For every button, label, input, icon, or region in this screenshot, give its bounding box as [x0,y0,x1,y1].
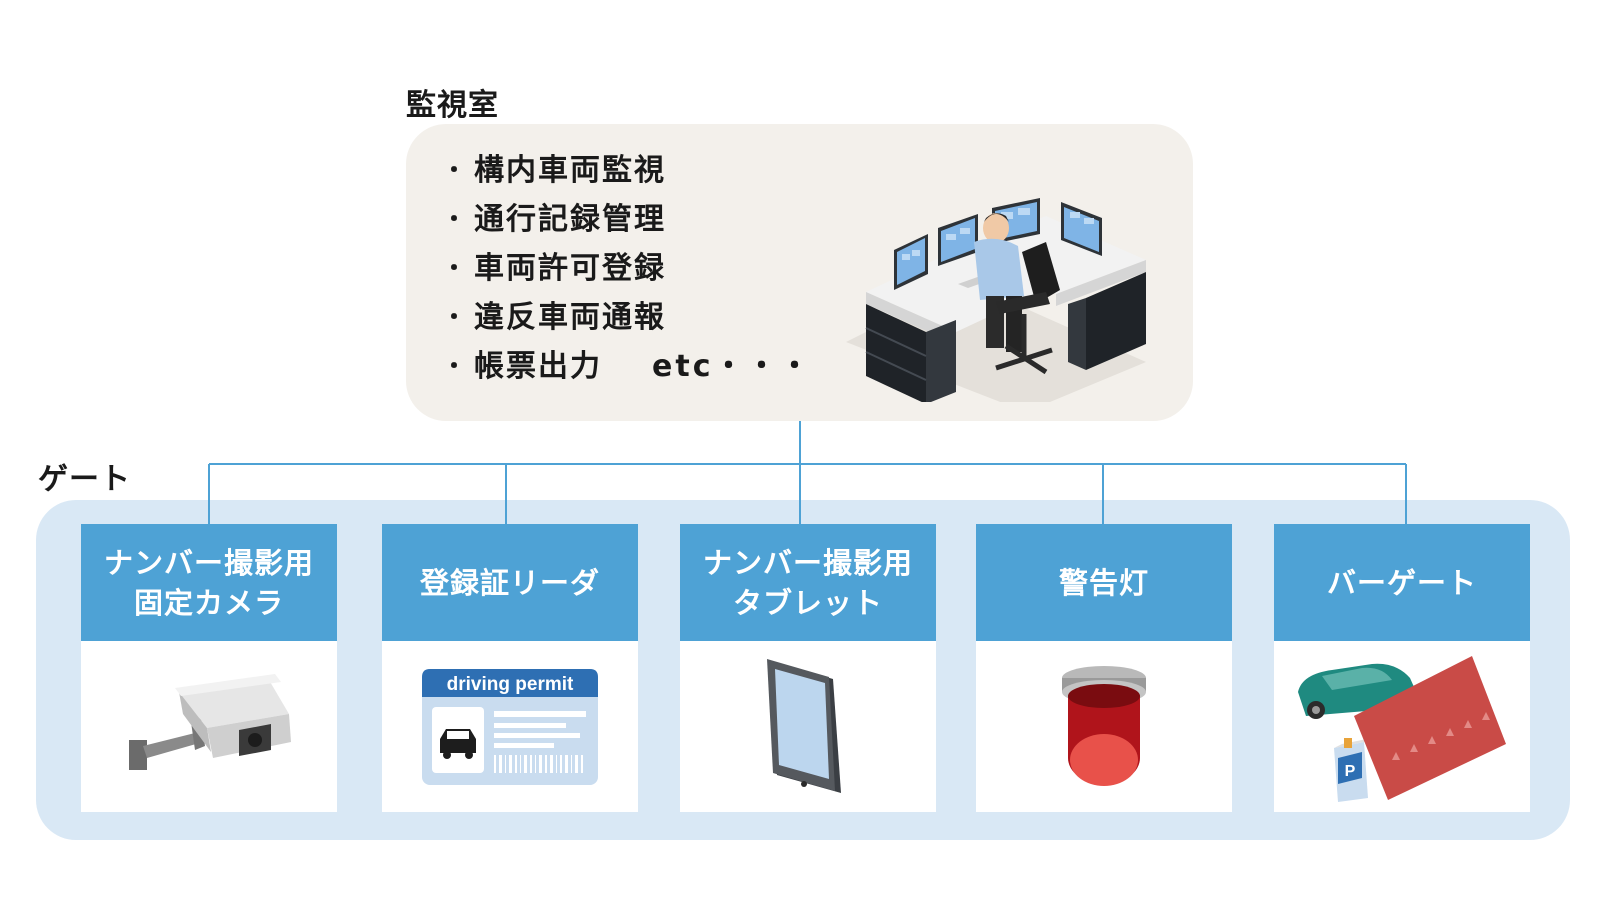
parking-sign: P [1345,763,1356,780]
control-room-label: 監視室 [406,88,499,123]
feature-item: ・違反車両通報 [442,293,812,342]
device-title-line1: 登録証リーダ [419,565,600,600]
driving-permit-card-icon: driving permit [422,668,598,785]
device-card-warning-light: 警告灯 [976,524,1232,812]
device-header: 登録証リーダ [382,524,638,641]
device-header: バーゲート [1274,524,1530,641]
gate-label: ゲート [38,462,131,497]
feature-text: 車両許可登録 [474,251,666,286]
device-title-line2: タブレット [732,585,883,620]
device-header: ナンバー撮影用 固定カメラ [81,524,337,641]
feature-text: 構内車両監視 [474,153,666,188]
feature-text: 違反車両通報 [474,300,666,335]
device-card-fixed-camera: ナンバー撮影用 固定カメラ [81,524,337,812]
device-title-line1: ナンバー撮影用 [702,545,913,580]
tablet-icon [767,658,841,793]
feature-text: 通行記録管理 [474,202,666,237]
device-title-line1: ナンバー撮影用 [103,545,314,580]
feature-item: ・構内車両監視 [442,146,812,195]
feature-item: ・車両許可登録 [442,244,812,293]
permit-card-title: driving permit [447,674,574,695]
feature-item: ・通行記録管理 [442,195,812,244]
device-card-bar-gate: バーゲート P [1274,524,1530,812]
device-header: 警告灯 [976,524,1232,641]
feature-text: 帳票出力 [474,349,602,384]
security-camera-icon [129,673,291,770]
device-title-line1: 警告灯 [1058,565,1149,600]
device-header: ナンバー撮影用 タブレット [680,524,936,641]
bar-gate-icon: P [1298,655,1506,802]
device-title-line2: 固定カメラ [133,585,284,620]
device-card-permit-reader: 登録証リーダ driving permit [382,524,638,812]
feature-extra: etc・・・ [652,349,813,384]
device-title-line1: バーゲート [1326,565,1477,600]
warning-light-icon [1062,665,1146,786]
device-card-tablet: ナンバー撮影用 タブレット [680,524,936,812]
operator-workstation-icon [846,198,1146,402]
